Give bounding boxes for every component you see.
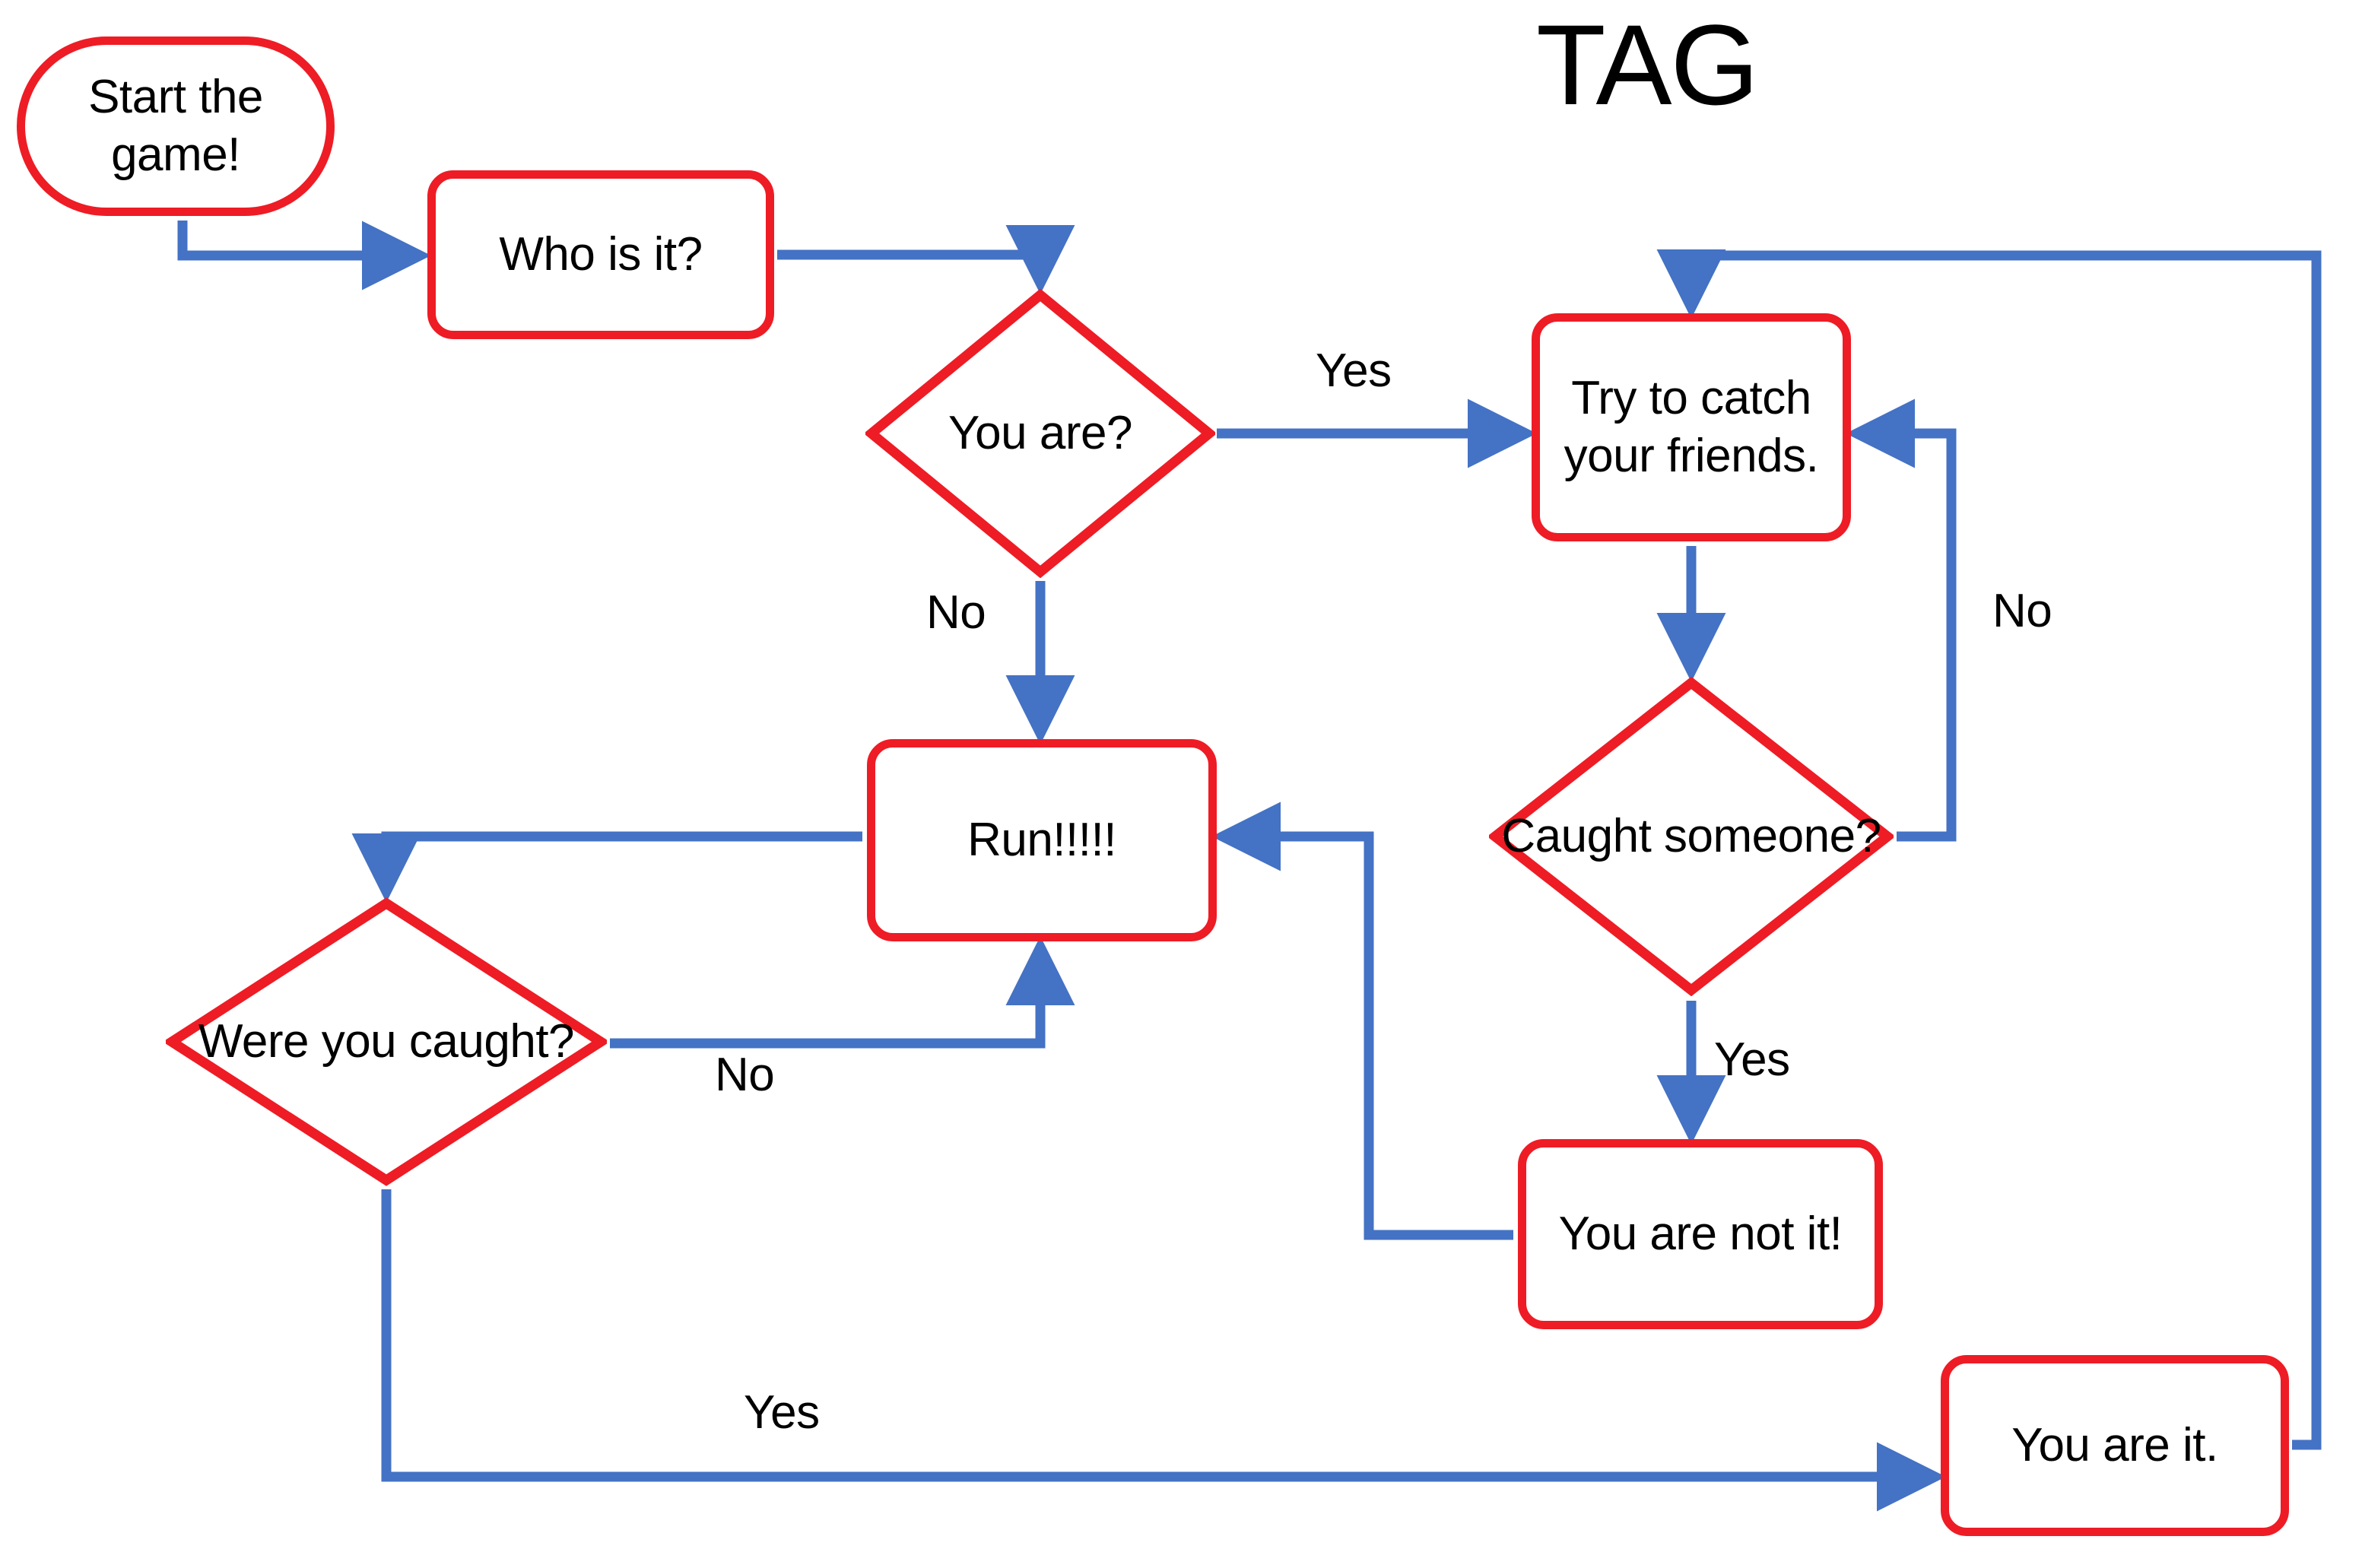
node-you-are-label: You are? bbox=[948, 407, 1132, 460]
node-caught-someone-decision[interactable]: Caught someone? bbox=[1489, 677, 1894, 996]
node-you-are-decision[interactable]: You are? bbox=[865, 289, 1215, 578]
page-title: TAG bbox=[1536, 1, 1759, 129]
node-run[interactable]: Run!!!!! bbox=[867, 739, 1217, 941]
node-you-are-it-label: You are it. bbox=[2011, 1419, 2218, 1472]
node-try-to-catch-your-friends-label: Try to catch your friends. bbox=[1564, 372, 1819, 482]
edge-label-yes-were-you-caught: Yes bbox=[744, 1386, 820, 1439]
edge-label-no-you-are: No bbox=[926, 586, 986, 639]
node-who-is-it[interactable]: Who is it? bbox=[427, 170, 774, 339]
node-you-are-it[interactable]: You are it. bbox=[1941, 1355, 2289, 1536]
node-who-is-it-label: Who is it? bbox=[499, 228, 703, 281]
were-you-caught-diamond-shape bbox=[166, 897, 607, 1186]
edge-start-to-who-is-it bbox=[177, 221, 431, 290]
you-are-diamond-shape bbox=[865, 289, 1215, 578]
edge-were-caught-no-to-run bbox=[610, 936, 1075, 1049]
edge-run-to-were-you-caught bbox=[351, 831, 862, 903]
node-start-the-game-label: Start the game! bbox=[88, 71, 263, 181]
node-caught-someone-label: Caught someone? bbox=[1501, 810, 1881, 863]
edge-label-no-caught-someone: No bbox=[1992, 585, 2052, 637]
caught-someone-diamond-shape bbox=[1489, 677, 1894, 996]
node-try-to-catch-your-friends[interactable]: Try to catch your friends. bbox=[1532, 313, 1851, 541]
node-were-you-caught-label: Were you caught? bbox=[198, 1015, 575, 1068]
edge-not-it-to-run bbox=[1211, 801, 1513, 1240]
edge-label-no-were-you-caught: No bbox=[715, 1049, 775, 1101]
edge-label-yes-you-are: Yes bbox=[1316, 344, 1392, 397]
node-you-are-not-it[interactable]: You are not it! bbox=[1518, 1139, 1883, 1329]
node-run-label: Run!!!!! bbox=[967, 814, 1116, 867]
node-were-you-caught-decision[interactable]: Were you caught? bbox=[166, 897, 607, 1186]
edge-who-is-it-to-you-are bbox=[777, 224, 1075, 294]
node-start-the-game[interactable]: Start the game! bbox=[17, 37, 335, 216]
node-you-are-not-it-label: You are not it! bbox=[1558, 1208, 1843, 1261]
edge-label-yes-caught-someone: Yes bbox=[1714, 1033, 1790, 1086]
